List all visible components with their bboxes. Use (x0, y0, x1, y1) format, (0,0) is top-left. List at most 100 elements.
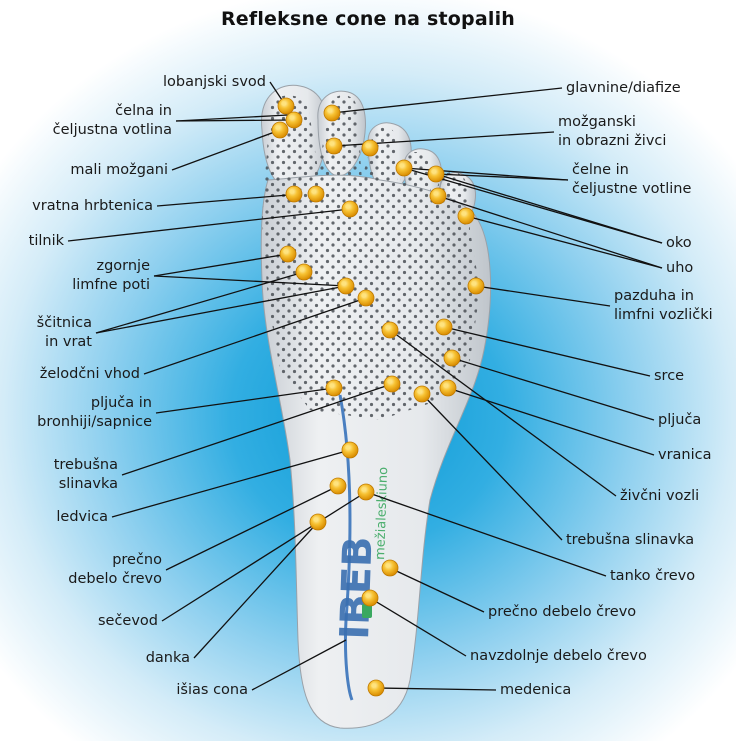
reflex-zone-marker (325, 137, 343, 155)
reflex-zone-marker (395, 159, 413, 177)
reflex-zone-marker (285, 111, 303, 129)
reflex-zone-marker (361, 139, 379, 157)
leader-line-ledvica (111, 449, 351, 518)
reflex-zone-marker (357, 483, 375, 501)
leader-line-precno-debelo-crevo-right (389, 567, 485, 613)
leader-line-srce (443, 326, 651, 377)
reflex-zone-marker (341, 441, 359, 459)
leader-lines (67, 81, 663, 691)
leader-line-celne-in-celjustne-votline-2 (435, 173, 569, 181)
reflex-zone-marker (341, 200, 359, 218)
label-celne-in-celjustne-votline: čelne in čeljustne votline (572, 162, 692, 197)
reflex-zone-marker (325, 379, 343, 397)
reflex-zone-marker (435, 318, 453, 336)
leader-line-secevod (161, 491, 367, 622)
label-mozganski-in-obrazni-zivci: možganski in obrazni živci (558, 114, 667, 149)
reflex-zone-marker (383, 375, 401, 393)
leader-line-celna-in-celjustna-votlina-2 (175, 119, 295, 122)
reflex-zone-marker (413, 385, 431, 403)
label-pljuca: pljuča (658, 411, 702, 428)
reflex-zone-marker (307, 185, 325, 203)
reflex-zone-marker (357, 289, 375, 307)
reflex-zone-marker (457, 207, 475, 225)
leader-line-precno-debelo-crevo-left (165, 485, 339, 571)
reflex-zone-marker (439, 379, 457, 397)
leader-line-zgornje-limfne-poti-2 (153, 253, 289, 277)
label-oko: oko (666, 234, 692, 251)
leader-line-pazduha-in-limfni-vozlicki (475, 285, 611, 307)
leader-line-navzdolnje-debelo-crevo (369, 597, 467, 657)
label-celna-in-celjustna-votlina: čelna in čeljustna votlina (52, 103, 172, 138)
label-lobanjski-svod: lobanjski svod (162, 73, 266, 90)
zone-markers (271, 97, 485, 697)
label-trebusna-slinavka-left: trebušna slinavka (53, 457, 118, 492)
leader-line-tilnik (67, 208, 351, 242)
diagram-title: Refleksne cone na stopalih (220, 8, 516, 30)
label-tanko-crevo: tanko črevo (610, 567, 696, 584)
label-srce: srce (654, 367, 685, 384)
leader-line-uho (437, 195, 663, 269)
leader-line-medenica (375, 687, 497, 691)
reflex-zone-marker (467, 277, 485, 295)
brand-text: IBEB (332, 536, 382, 641)
brand-subtext: mežialeskiuno (373, 467, 391, 561)
leader-line-vranica (447, 387, 655, 456)
label-vranica: vranica (658, 446, 712, 463)
leader-line-danka (193, 521, 319, 659)
leader-line-isias-cona (251, 639, 347, 691)
label-danka: danka (145, 649, 190, 666)
reflex-zone-marker (271, 121, 289, 139)
leader-line-oko-2 (403, 167, 663, 244)
leader-line-trebusna-slinavka-left (121, 383, 393, 476)
label-zivcni-vozli: živčni vozli (620, 487, 700, 504)
leader-line-glavnine-diafize (331, 87, 563, 114)
label-uho: uho (666, 259, 694, 276)
brand-strip: IBEB mežialeskiuno (332, 394, 391, 701)
reflex-zone-marker (285, 185, 303, 203)
reflex-zone-marker (323, 104, 341, 122)
label-precno-debelo-crevo-right: prečno debelo črevo (488, 603, 637, 620)
reflex-zone-marker (429, 187, 447, 205)
label-scitnica-in-vrat: ščitnica in vrat (36, 315, 92, 350)
reflex-zone-marker (361, 589, 379, 607)
label-mali-mozgani: mali možgani (70, 161, 168, 178)
reflex-zone-marker (277, 97, 295, 115)
label-secevod: sečevod (97, 612, 158, 629)
reflex-zone-marker (309, 513, 327, 531)
reflex-zone-marker (367, 679, 385, 697)
reflex-zone-marker (279, 245, 297, 263)
leader-line-mali-mozgani (171, 129, 281, 171)
leader-line-trebusna-slinavka-right (421, 393, 563, 541)
leader-line-zgornje-limfne-poti (153, 275, 347, 287)
reflex-zone-marker (427, 165, 445, 183)
leader-line-tanko-crevo (365, 491, 607, 577)
label-ledvica: ledvica (56, 508, 108, 525)
reflex-zone-marker (381, 321, 399, 339)
reflex-zone-marker (337, 277, 355, 295)
leader-line-vratna-hrbtenica (156, 193, 301, 207)
leader-line-celna-in-celjustna-votlina (175, 114, 289, 122)
label-tilnik: tilnik (28, 232, 64, 249)
leader-line-scitnica-in-vrat (95, 271, 305, 334)
label-pazduha-in-limfni-vozlicki: pazduha in limfni vozlički (614, 288, 713, 323)
insole: IBEB mežialeskiuno (260, 84, 492, 729)
leader-line-pljuca (451, 357, 655, 421)
leader-line-uho-2 (465, 215, 663, 269)
label-trebusna-slinavka-right: trebušna slinavka (566, 531, 695, 548)
label-pljuca-in-bronhiji: pljuča in bronhiji/sapnice (37, 395, 152, 430)
leader-line-zivcni-vozli (389, 329, 617, 497)
leader-line-zelodcni-vhod (143, 297, 367, 375)
leader-line-scitnica-in-vrat-2 (95, 285, 347, 334)
label-medenica: medenica (500, 681, 572, 698)
label-vratna-hrbtenica: vratna hrbtenica (32, 197, 153, 214)
label-precno-debelo-crevo-left: prečno debelo črevo (68, 552, 162, 587)
label-navzdolnje-debelo-crevo: navzdolnje debelo črevo (470, 647, 647, 664)
label-zgornje-limfne-poti: zgornje limfne poti (72, 258, 150, 293)
reflex-zone-marker (329, 477, 347, 495)
label-glavnine-diafize: glavnine/diafize (566, 79, 681, 96)
label-zelodcni-vhod: želodčni vhod (39, 365, 140, 382)
leader-line-pljuca-in-bronhiji (155, 387, 335, 414)
label-isias-cona: išias cona (176, 681, 248, 698)
